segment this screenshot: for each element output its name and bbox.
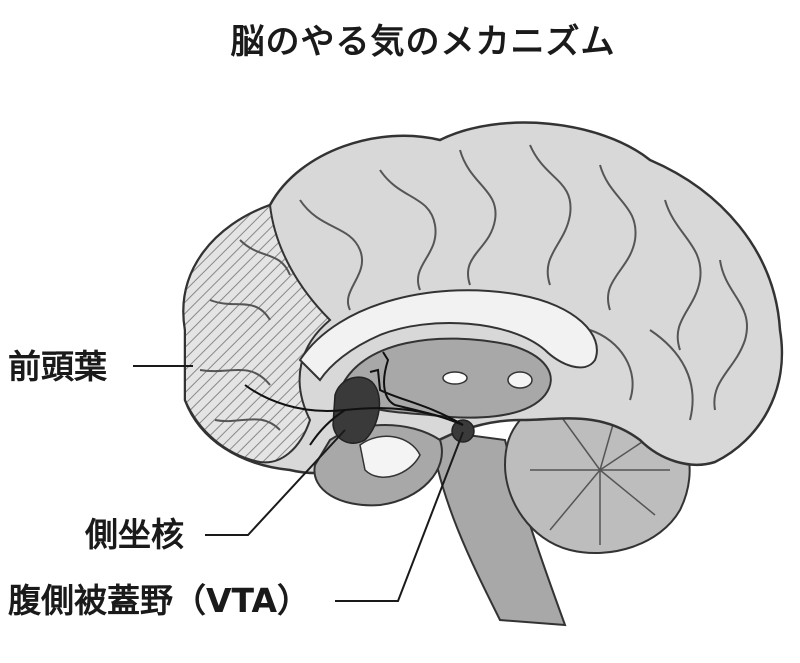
nucleus-accumbens-leader [205,429,346,536]
dopamine-pathways [244,351,464,446]
leader-lines [133,365,464,602]
nucleus-accumbens-label: 側坐核 [85,515,184,554]
corpus-callosum [298,289,598,382]
nucleus-accumbens-marker [332,376,381,444]
gyri-lines [199,144,748,431]
frontal-lobe-region [182,203,332,464]
vta-leader [335,431,464,602]
fornix-white [507,371,533,389]
diagram-title: 脳のやる気のメカニズム [230,22,616,62]
vta-label: 腹側被蓋野（VTA） [8,581,311,620]
vta-marker [451,419,475,443]
frontal-lobe-label: 前頭葉 [8,347,107,386]
optic-white [359,435,421,478]
pineal-area [442,371,468,385]
